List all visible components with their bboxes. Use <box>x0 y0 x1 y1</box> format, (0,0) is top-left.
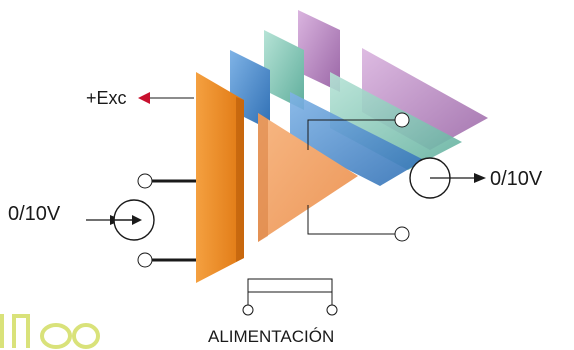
input-signal-label: 0/10V <box>8 203 61 225</box>
output-leads <box>307 112 410 242</box>
output-signal-label: 0/10V <box>490 168 543 190</box>
output-source-symbol <box>409 157 486 199</box>
amplifier-triangle <box>258 113 358 242</box>
partial-logo <box>0 314 100 349</box>
excitation-arrow <box>138 92 194 104</box>
power-supply-connector <box>242 278 338 316</box>
input-block <box>196 72 244 283</box>
input-terminals <box>137 173 196 268</box>
excitation-label: +Exc <box>86 88 127 108</box>
input-source-symbol <box>86 199 155 241</box>
power-supply-label: ALIMENTACIÓN <box>208 327 335 346</box>
